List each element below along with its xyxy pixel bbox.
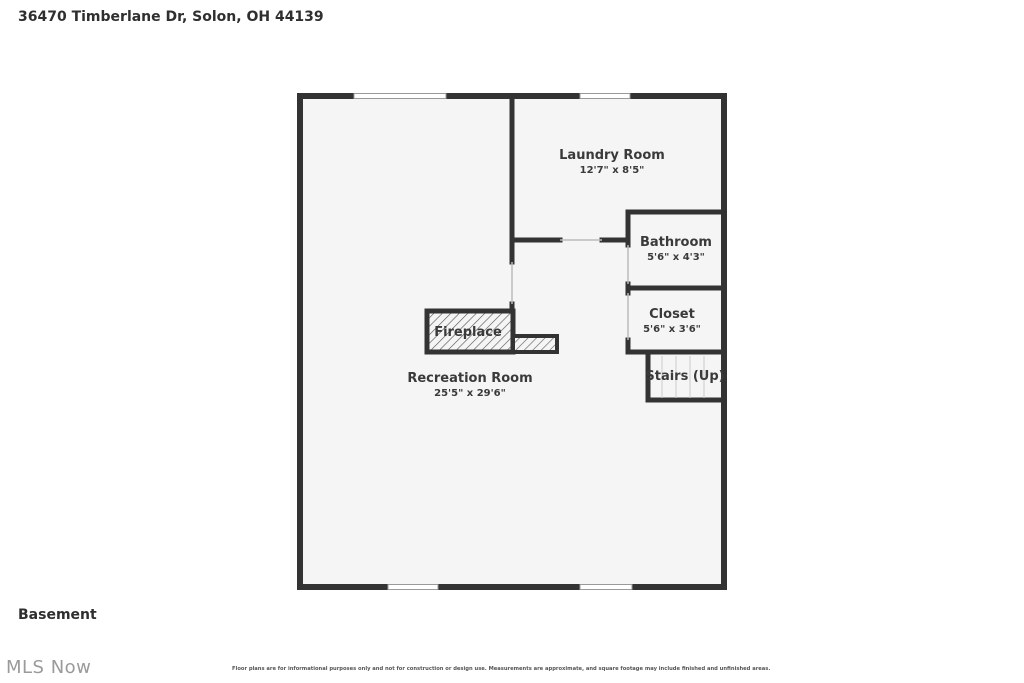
closet-dims: 5'6" x 3'6"	[643, 324, 701, 335]
window-bottom-left	[387, 584, 439, 590]
interior-walls	[509, 95, 725, 403]
laundry-room-name: Laundry Room	[559, 148, 665, 163]
stairs-label: Stairs (Up)	[645, 369, 724, 384]
mls-logo: MLS Now	[6, 657, 92, 678]
closet-name: Closet	[649, 307, 695, 322]
disclaimer-text: Floor plans are for informational purpos…	[232, 666, 771, 672]
fireplace	[424, 308, 559, 355]
recreation-room-name: Recreation Room	[407, 371, 532, 386]
bathroom-dims: 5'6" x 4'3"	[647, 252, 705, 263]
bathroom-name: Bathroom	[640, 235, 712, 250]
laundry-room-dims: 12'7" x 8'5"	[580, 165, 645, 176]
window-top-right	[579, 93, 631, 99]
recreation-room-dims: 25'5" x 29'6"	[434, 388, 506, 399]
property-address: 36470 Timberlane Dr, Solon, OH 44139	[18, 9, 324, 25]
fireplace-label: Fireplace	[434, 325, 502, 340]
window-top-left	[353, 93, 447, 99]
openings	[511, 239, 629, 340]
floor-level-label: Basement	[18, 607, 97, 623]
window-bottom-right	[579, 584, 633, 590]
stairs-treads	[661, 356, 705, 398]
windows	[353, 93, 633, 590]
